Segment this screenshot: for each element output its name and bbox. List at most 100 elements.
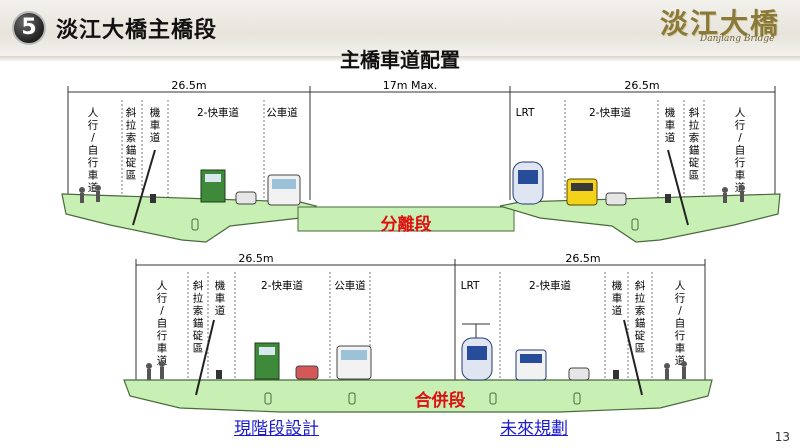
lanes_left-lane-label-char: 行 xyxy=(157,292,168,305)
lanes_right-lane-label-char: 機 xyxy=(665,106,676,119)
bridge-logo: 淡江大橋 xyxy=(660,7,781,40)
top-cross-section: 26.5m 17m Max. 26.5m 人行/自行車道斜拉索錨碇區機車道2-快… xyxy=(61,79,781,243)
yellow-bus-icon xyxy=(566,178,598,206)
lanes_right-lane-label-char: 自 xyxy=(675,317,686,330)
bottom-deck xyxy=(123,379,713,413)
section-title: 淡江大橋主橋段 xyxy=(56,18,218,43)
lanes_right-lane-label-char: 行 xyxy=(675,329,686,342)
lanes_right-lane-label-char: 錨 xyxy=(689,144,700,157)
bridge-logo-english: Danjiang Bridge xyxy=(700,34,775,44)
lanes_right-lane-label-char: 車 xyxy=(612,292,623,305)
lanes_left-lane-label-char: 錨 xyxy=(126,144,137,157)
header-band xyxy=(0,0,800,62)
lanes_right-lane-label-char: 人 xyxy=(675,280,686,292)
lanes_right-lane-label-char: 碇 xyxy=(689,156,700,169)
lanes_right-lane-label-char: / xyxy=(678,305,682,317)
lanes_left-lane-label-char: 行 xyxy=(88,156,99,169)
car-icon xyxy=(235,191,257,205)
lanes_right-lane-label-char: 拉 xyxy=(689,119,700,132)
lanes_right-lane-label-char: 錨 xyxy=(635,317,646,330)
lanes_left-lane-label: 公車道 xyxy=(334,279,366,292)
lanes_left-lane-label-char: 區 xyxy=(193,343,204,355)
lanes_right-lane-label-char: 自 xyxy=(735,144,746,157)
lanes_right-lane-label: 2-快車道 xyxy=(589,106,631,119)
lanes_left-lane-label-char: 行 xyxy=(157,329,168,342)
car-icon xyxy=(568,367,590,381)
lanes_left-lane-label-char: 碇 xyxy=(193,329,204,342)
lanes_right-lane-label-char: 人 xyxy=(735,107,746,119)
car-icon xyxy=(295,365,319,380)
lanes_right-lane-label: LRT xyxy=(461,280,480,292)
truck-icon xyxy=(200,169,226,203)
separated-section-label: 分離段 xyxy=(381,214,432,235)
top-deck-right xyxy=(499,193,781,243)
lanes_left-lane-label-char: 自 xyxy=(157,317,168,330)
dim-right: 26.5m xyxy=(565,252,600,265)
lanes_left-lane-label: 2-快車道 xyxy=(197,106,239,119)
top-deck-left xyxy=(61,193,318,243)
lanes_left-lane-label-char: 道 xyxy=(88,181,99,194)
lanes_left-lane-label-char: 車 xyxy=(215,292,226,305)
lanes_right-lane-label-char: 道 xyxy=(612,304,623,317)
lanes_left-lane-label: 公車道 xyxy=(266,106,298,119)
lanes_right-lane-label-char: 行 xyxy=(735,119,746,132)
page-number: 13 xyxy=(774,430,790,444)
lanes_left-lane-label-char: 索 xyxy=(193,304,204,317)
current-design-link[interactable]: 現階段設計 xyxy=(234,419,319,439)
lanes_right-lane-label-char: 車 xyxy=(675,342,686,355)
lanes_right-lane-label-char: 碇 xyxy=(635,329,646,342)
future-plan-link[interactable]: 未來規劃 xyxy=(500,419,568,439)
car-icon xyxy=(605,192,627,206)
lanes_right-lane-label-char: 區 xyxy=(635,343,646,355)
section-number-badge: 5 xyxy=(12,11,46,45)
lanes_right-lane-label-char: 區 xyxy=(689,170,700,182)
lanes_left-lane-label-char: 行 xyxy=(88,119,99,132)
lanes_left-lane-label-char: 道 xyxy=(157,354,168,367)
bottom-vehicles xyxy=(146,323,687,381)
dim-left: 26.5m xyxy=(171,79,206,92)
lanes_right-lane-label-char: 車 xyxy=(735,169,746,182)
dim-right: 26.5m xyxy=(624,79,659,92)
lanes_right-lane-label-char: 行 xyxy=(735,156,746,169)
lanes_left-lane-label-char: 拉 xyxy=(126,119,137,132)
lanes_left-lane-label-char: 人 xyxy=(88,107,99,119)
lanes_left-lane-label-char: 拉 xyxy=(193,292,204,305)
lanes_left-lane-label: 2-快車道 xyxy=(261,279,303,292)
lanes_right-lane-label-char: / xyxy=(738,132,742,144)
bus-icon xyxy=(336,345,372,380)
scooter-icon xyxy=(150,194,671,203)
lanes_right-lane-label: LRT xyxy=(516,107,535,119)
pedestrian-icon xyxy=(79,185,745,203)
bottom-cross-section: 26.5m 26.5m 人行/自行車道斜拉索錨碇區機車道2-快車道公車道LRT2… xyxy=(123,252,713,413)
lanes_left-lane-label-char: 機 xyxy=(150,106,161,119)
lanes_right-lane-label-char: 道 xyxy=(675,354,686,367)
lanes_left-lane-label-char: 碇 xyxy=(126,156,137,169)
lanes_left-lane-label-char: 車 xyxy=(88,169,99,182)
lanes_left-lane-label-char: 機 xyxy=(215,279,226,292)
top-deck-center xyxy=(297,206,515,232)
lrt-train-icon xyxy=(512,161,544,205)
scooter-icon xyxy=(216,370,619,379)
lanes_right-lane-label-char: 拉 xyxy=(635,292,646,305)
top-vehicles xyxy=(79,161,745,206)
dim-left: 26.5m xyxy=(238,252,273,265)
lanes_left-lane-label-char: 道 xyxy=(150,131,161,144)
page-subtitle: 主橋車道配置 xyxy=(340,48,460,72)
truck-icon xyxy=(254,342,280,380)
lanes_left-lane-label-char: 斜 xyxy=(126,106,137,119)
lanes_left-lane-label-char: 人 xyxy=(157,280,168,292)
lanes_right-lane-label-char: 道 xyxy=(665,131,676,144)
lanes_left-lane-label-char: 道 xyxy=(215,304,226,317)
lanes_right-lane-label: 2-快車道 xyxy=(529,279,571,292)
bottom-lane-labels: 人行/自行車道斜拉索錨碇區機車道2-快車道公車道LRT2-快車道機車道斜拉索錨碇… xyxy=(157,279,686,367)
lanes_right-lane-label-char: 行 xyxy=(675,292,686,305)
lanes_left-lane-label-char: 索 xyxy=(126,131,137,144)
bus-icon xyxy=(267,174,301,206)
lanes_left-lane-label-char: 錨 xyxy=(193,317,204,330)
lanes_left-lane-label-char: 斜 xyxy=(193,279,204,292)
bus-icon xyxy=(515,349,547,381)
lanes_left-lane-label-char: 車 xyxy=(157,342,168,355)
merged-section-label: 合併段 xyxy=(415,390,466,411)
lanes_left-lane-label-char: 自 xyxy=(88,144,99,157)
